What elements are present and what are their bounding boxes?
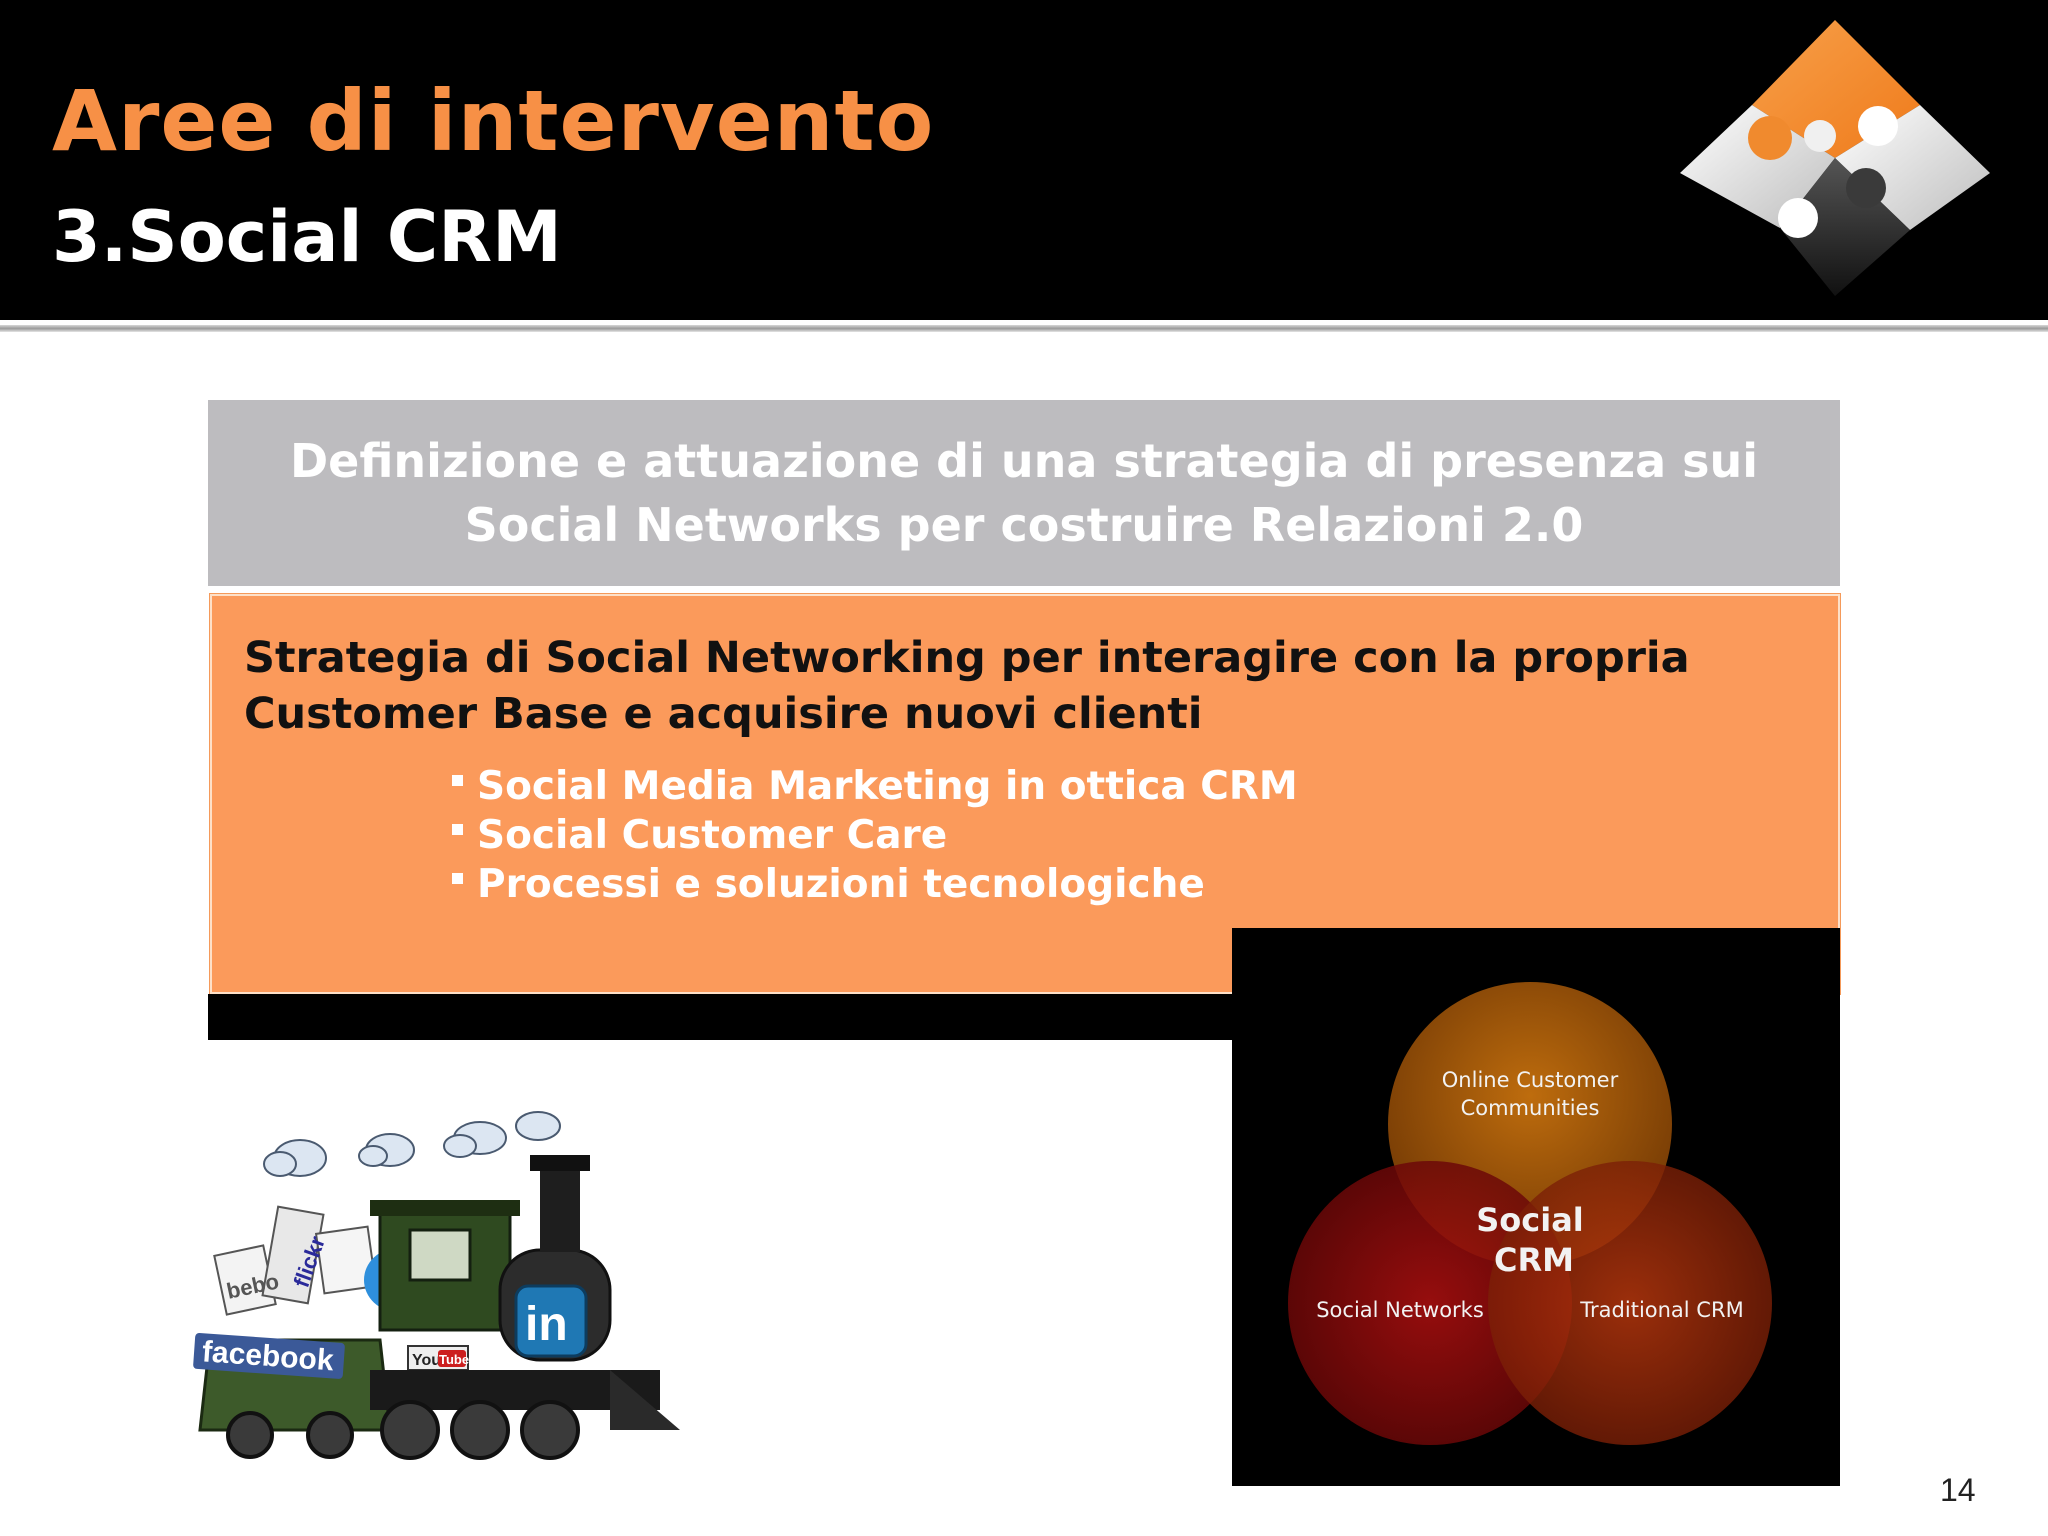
slide-header: Aree di intervento 3.Social CRM xyxy=(0,0,2048,320)
smoke-clouds xyxy=(263,1111,561,1177)
youtube-you-label: You xyxy=(412,1352,441,1369)
header-divider xyxy=(0,325,2048,332)
locomotive: in You Tube xyxy=(370,1155,680,1430)
venn-label-right: Traditional CRM xyxy=(1579,1298,1743,1322)
venn-diagram-image: Online Customer Communities Social CRM S… xyxy=(1232,928,1840,1486)
page-number: 14 xyxy=(1940,1472,1976,1508)
venn-label-center-1: Social xyxy=(1476,1201,1584,1239)
bullet-text: Social Media Marketing in ottica CRM xyxy=(477,764,1298,809)
venn-label-top-1: Online Customer xyxy=(1442,1068,1619,1092)
strategy-definition-box: Definizione e attuazione di una strategi… xyxy=(208,400,1840,586)
venn-label-left: Social Networks xyxy=(1316,1298,1484,1322)
slide-subtitle: 3.Social CRM xyxy=(52,196,562,278)
strategy-heading: Strategia di Social Networking per inter… xyxy=(244,633,1690,739)
square-bullet-icon xyxy=(452,824,463,835)
definition-line-2: Social Networks per costruire Relazioni … xyxy=(464,498,1584,552)
bullet-item: Social Customer Care xyxy=(452,811,1298,860)
slide-title: Aree di intervento xyxy=(52,72,935,170)
bullet-item: Social Media Marketing in ottica CRM xyxy=(452,762,1298,811)
square-bullet-icon xyxy=(452,873,463,884)
venn-circle-traditional-crm xyxy=(1488,1161,1772,1445)
venn-label-top-2: Communities xyxy=(1461,1096,1600,1120)
square-bullet-icon xyxy=(452,775,463,786)
bullet-text: Social Customer Care xyxy=(477,813,948,858)
definition-line-1: Definizione e attuazione di una strategi… xyxy=(289,434,1759,488)
bullet-item: Processi e soluzioni tecnologiche xyxy=(452,860,1298,909)
strategy-bullet-list: Social Media Marketing in ottica CRM Soc… xyxy=(452,762,1298,909)
bullet-text: Processi e soluzioni tecnologiche xyxy=(477,862,1205,907)
social-train-image: bebo flickr facebook in You Tube xyxy=(193,1111,680,1460)
cargo-car: bebo flickr facebook xyxy=(193,1205,392,1432)
strategy-detail-box xyxy=(210,594,1840,994)
linkedin-label: in xyxy=(525,1298,568,1351)
train-wheels xyxy=(226,1400,580,1460)
venn-label-center-2: CRM xyxy=(1494,1241,1574,1279)
youtube-tube-label: Tube xyxy=(439,1352,469,1367)
venn-circle-social-networks xyxy=(1288,1161,1572,1445)
puzzle-logo-icon xyxy=(1680,20,1990,296)
